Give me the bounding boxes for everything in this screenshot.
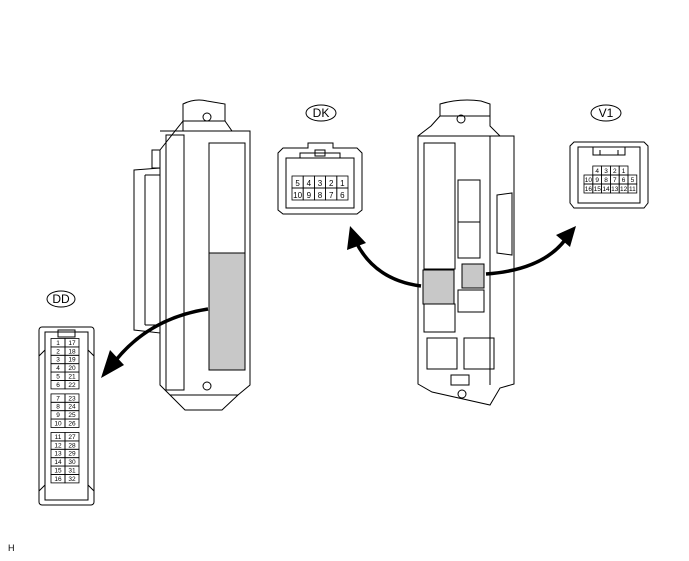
- pin-number: 7: [613, 177, 617, 184]
- pin-number: 3: [56, 357, 60, 364]
- pin-number: 21: [68, 374, 76, 381]
- pin-cell: [64, 380, 80, 390]
- dk-label-tag: DK: [305, 104, 337, 122]
- pin-number: 22: [68, 382, 76, 389]
- pin-number: 10: [293, 191, 302, 200]
- pin-number: 6: [56, 382, 60, 389]
- pin-number: 4: [595, 168, 599, 175]
- v1-connector-location-highlight: [461, 263, 485, 289]
- pin-number: 19: [68, 357, 76, 364]
- pin-cell: [64, 474, 80, 484]
- pin-number: 12: [54, 442, 62, 449]
- pin-number: 32: [68, 476, 76, 483]
- dd-label-tag: DD: [46, 290, 76, 308]
- pin-number: 3: [604, 168, 608, 175]
- pin-number: 9: [56, 412, 60, 419]
- dd-arrow: [101, 307, 209, 378]
- pin-number: 29: [68, 451, 76, 458]
- pin-number: 26: [68, 421, 76, 428]
- pin-number: 8: [318, 191, 323, 200]
- pin-number: 9: [307, 191, 312, 200]
- dd-pin-grid: 1 17 2 18 3 19 4 20 5 21 6 22 7 23 8 24 9 25 10 26 11 27 12 28 1…: [50, 338, 80, 484]
- pin-number: 2: [613, 168, 617, 175]
- pin-number: 31: [68, 468, 76, 475]
- pin-number: 30: [68, 459, 76, 466]
- right-component: [417, 99, 515, 406]
- pin-number: 27: [68, 434, 76, 441]
- pin-number: 13: [611, 186, 619, 193]
- pin-number: 9: [595, 177, 599, 184]
- pin-number: 2: [56, 348, 60, 355]
- pin-number: 5: [56, 374, 60, 381]
- pin-number: 13: [54, 451, 62, 458]
- pin-number: 4: [56, 365, 60, 372]
- pin-number: 25: [68, 412, 76, 419]
- pin-cell: [64, 418, 80, 428]
- dd-label: DD: [52, 292, 70, 306]
- pin-number: 7: [56, 395, 60, 402]
- figure-code: H: [8, 543, 15, 553]
- pin-number: 1: [340, 179, 345, 188]
- pin-number: 8: [56, 404, 60, 411]
- pin-number: 12: [620, 186, 628, 193]
- pin-number: 17: [68, 340, 76, 347]
- pin-number: 6: [622, 177, 626, 184]
- pin-number: 14: [54, 459, 62, 466]
- pin-number: 2: [329, 179, 334, 188]
- dk-connector-face: [277, 142, 363, 215]
- pin-number: 10: [54, 421, 62, 428]
- pin-number: 3: [318, 179, 323, 188]
- pin-number: 5: [295, 179, 300, 188]
- v1-arrow: [485, 226, 576, 276]
- pin-number: 18: [68, 348, 76, 355]
- dk-arrow: [347, 226, 422, 288]
- pin-number: 28: [68, 442, 76, 449]
- pin-number: 24: [68, 404, 76, 411]
- dd-connector-location-highlight: [208, 252, 246, 371]
- pin-number: 1: [56, 340, 60, 347]
- pin-number: 11: [55, 434, 62, 441]
- pin-number: 16: [54, 476, 62, 483]
- pin-number: 6: [340, 191, 345, 200]
- pin-number: 23: [68, 395, 76, 402]
- pin-number: 4: [307, 179, 312, 188]
- pin-number: 20: [68, 365, 76, 372]
- pin-number: 11: [629, 186, 636, 193]
- pin-cell: [627, 183, 638, 194]
- pin-number: 7: [329, 191, 334, 200]
- dk-connector-location-highlight: [422, 269, 455, 305]
- pin-number: 16: [585, 186, 593, 193]
- pin-number: 15: [54, 468, 62, 475]
- pin-number: 14: [602, 186, 610, 193]
- pin-number: 8: [604, 177, 608, 184]
- dk-label: DK: [313, 106, 330, 120]
- pin-cell: [336, 187, 349, 201]
- v1-label: V1: [599, 106, 614, 120]
- pin-number: 5: [631, 177, 635, 184]
- v1-label-tag: V1: [590, 104, 622, 122]
- pin-number: 10: [585, 177, 593, 184]
- dd-connector-face: [38, 326, 95, 506]
- pin-number: 1: [622, 168, 626, 175]
- v1-connector-face: [569, 141, 649, 209]
- pin-number: 15: [594, 186, 602, 193]
